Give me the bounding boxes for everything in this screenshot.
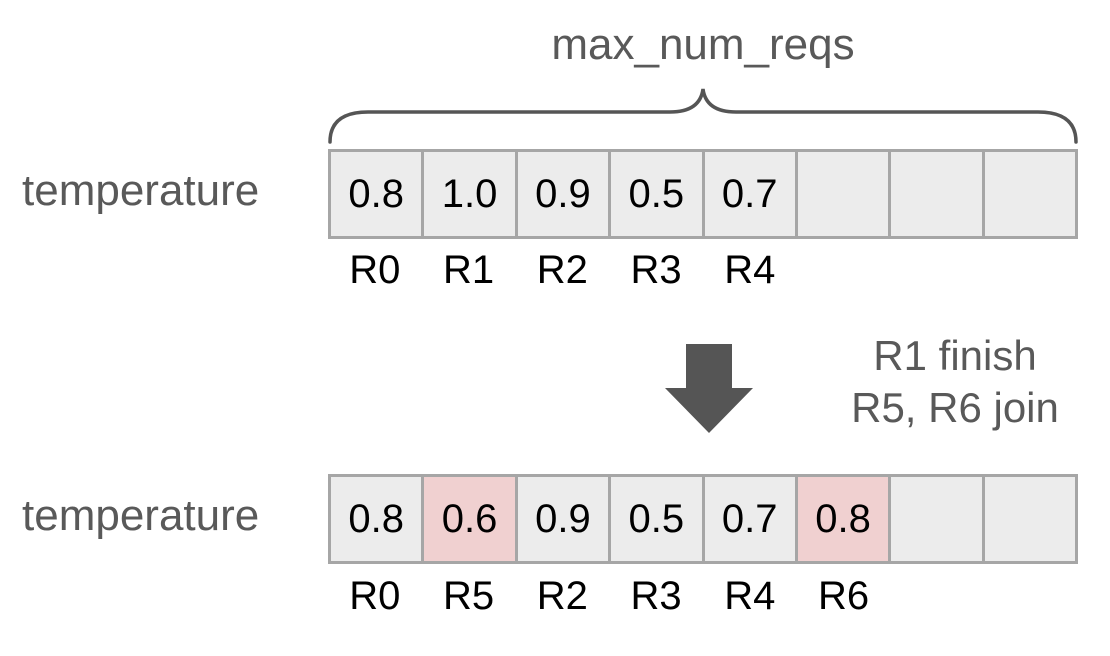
after-cells-row: 0.8 0.6 0.9 0.5 0.7 0.8 bbox=[328, 474, 1078, 564]
temperature-cell-highlighted: 0.6 bbox=[424, 477, 515, 561]
temperature-cell-empty bbox=[891, 152, 982, 236]
transition-note: R1 finish R5, R6 join bbox=[820, 330, 1090, 434]
request-label-empty bbox=[797, 248, 891, 298]
temperature-cell: 0.9 bbox=[517, 477, 609, 561]
request-label-empty bbox=[891, 574, 985, 624]
temperature-cell: 1.0 bbox=[424, 152, 515, 236]
before-request-labels: R0 R1 R2 R3 R4 bbox=[328, 248, 1078, 298]
brace-icon bbox=[328, 88, 1078, 144]
transition-note-line2: R5, R6 join bbox=[851, 384, 1059, 431]
temperature-cell-empty bbox=[891, 477, 982, 561]
request-label: R0 bbox=[349, 248, 401, 292]
temperature-cell: 0.9 bbox=[517, 152, 609, 236]
down-arrow-icon bbox=[665, 344, 753, 433]
temperature-cell: 0.7 bbox=[704, 152, 795, 236]
request-label: R2 bbox=[536, 574, 588, 618]
transition-note-line1: R1 finish bbox=[873, 332, 1037, 379]
temperature-cell: 0.5 bbox=[611, 477, 702, 561]
temperature-cell: 0.8 bbox=[331, 152, 422, 236]
request-label-empty bbox=[891, 248, 985, 298]
request-label: R6 bbox=[818, 574, 870, 618]
before-cells-row: 0.8 1.0 0.9 0.5 0.7 bbox=[328, 149, 1078, 239]
temperature-cell: 0.5 bbox=[611, 152, 702, 236]
max-num-reqs-title: max_num_reqs bbox=[551, 20, 855, 69]
request-label: R4 bbox=[724, 248, 776, 292]
request-label: R2 bbox=[536, 248, 588, 292]
request-label: R5 bbox=[443, 574, 495, 618]
request-label: R0 bbox=[349, 574, 401, 618]
temperature-label-before: temperature bbox=[22, 166, 260, 215]
temperature-cell: 0.7 bbox=[704, 477, 795, 561]
temperature-cell-highlighted: 0.8 bbox=[797, 477, 889, 561]
request-label-empty bbox=[984, 574, 1078, 624]
request-label-empty bbox=[984, 248, 1078, 298]
temperature-cell-empty bbox=[984, 477, 1075, 561]
request-label: R3 bbox=[630, 248, 682, 292]
temperature-cell-empty bbox=[797, 152, 889, 236]
request-label: R4 bbox=[724, 574, 776, 618]
temperature-cell: 0.8 bbox=[331, 477, 422, 561]
temperature-label-after: temperature bbox=[22, 491, 260, 540]
after-request-labels: R0 R5 R2 R3 R4 R6 bbox=[328, 574, 1078, 624]
temperature-cell-empty bbox=[984, 152, 1075, 236]
request-label: R3 bbox=[630, 574, 682, 618]
request-label: R1 bbox=[443, 248, 495, 292]
